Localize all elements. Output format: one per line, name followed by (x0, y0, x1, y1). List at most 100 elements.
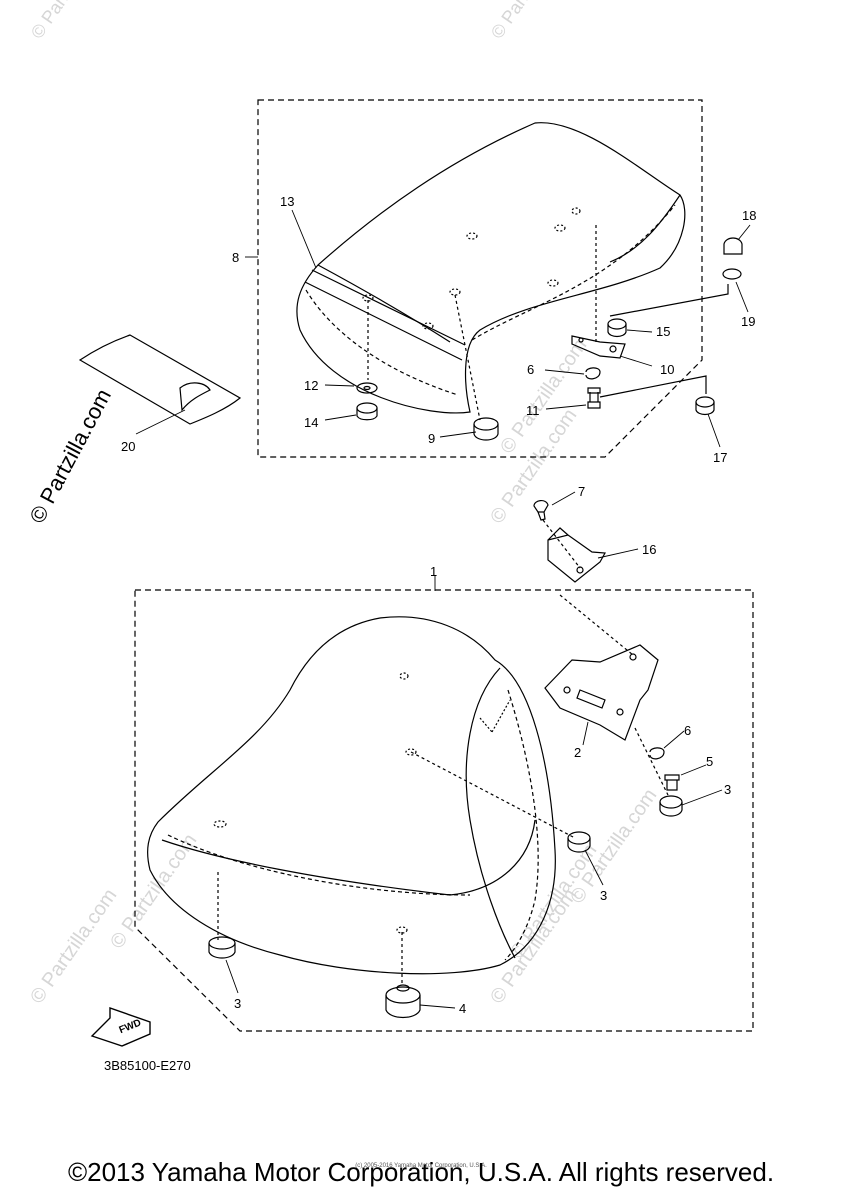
seat-hole-marker (449, 288, 461, 296)
bolt-part (533, 500, 549, 521)
callout-14: 14 (304, 415, 318, 430)
callout-10: 10 (660, 362, 674, 377)
damper-part (473, 424, 499, 441)
bolt-part-head (587, 387, 601, 394)
clip-part (585, 367, 601, 380)
callout-4: 4 (459, 1001, 466, 1016)
callout-11: 11 (526, 403, 540, 418)
diagram-code: 3B85100-E270 (104, 1058, 191, 1073)
seat-cover-outline (78, 334, 242, 425)
tiny-copyright-note: (c) 2005-2016 Yamaha Motor Corporation, … (355, 1163, 487, 1169)
seat-hole-marker (362, 294, 374, 302)
seat-hole-marker (479, 699, 511, 733)
faint-watermark: © Partzilla.com (27, 0, 113, 42)
passenger-seat-strap (304, 269, 466, 361)
seat-hole-marker (466, 232, 478, 240)
nut-part-top (695, 396, 715, 408)
main-bracket-hole (616, 708, 624, 716)
callout-numbers: 1 2 3 3 3 4 5 6 6 7 8 9 10 11 12 13 14 1… (121, 194, 756, 1016)
main-seat-pillion-edge (465, 667, 516, 959)
damper-part-top (208, 936, 236, 950)
bolt-part (587, 392, 601, 409)
passenger-seat-group (257, 99, 743, 458)
collar-part-top (607, 318, 627, 330)
damper-part (659, 802, 683, 817)
leader-line (367, 225, 597, 421)
leader-line (542, 519, 581, 569)
damper-large-part-collar (396, 984, 410, 992)
main-seat-group (134, 500, 754, 1032)
callout-3: 3 (600, 888, 607, 903)
main-bracket-hole (563, 686, 571, 694)
seat-hole-marker (547, 279, 559, 287)
leader-line (599, 284, 729, 398)
faint-watermarks: © Partzilla.com © Partzilla.com © Partzi… (26, 0, 661, 1008)
main-seat-stitch (167, 689, 539, 961)
damper-part-top (659, 795, 683, 809)
callout-13: 13 (280, 194, 294, 209)
nut-part (695, 402, 715, 416)
callout-3: 3 (724, 782, 731, 797)
washer-part-hole (363, 385, 371, 391)
clip-part (649, 747, 665, 760)
bracket-part-hole (609, 345, 617, 353)
damper-part (567, 838, 591, 853)
main-seat-outline (147, 616, 556, 975)
passenger-seat-side (317, 194, 681, 343)
leader-line (634, 727, 669, 796)
collar-part (607, 324, 627, 338)
callout-17: 17 (713, 450, 727, 465)
damper-part-top (567, 831, 591, 845)
callout-9: 9 (428, 431, 435, 446)
callout-1: 1 (430, 564, 437, 579)
cap-nut-part (723, 237, 743, 255)
rear-bracket-part (547, 527, 606, 583)
main-bracket-hole (629, 653, 637, 661)
callout-15: 15 (656, 324, 670, 339)
rear-bracket-hole (576, 566, 584, 574)
damper-part-top (473, 417, 499, 431)
main-bracket-part (544, 644, 659, 741)
callout-12: 12 (304, 378, 318, 393)
leader-line (217, 594, 634, 985)
main-seat-top-edge (161, 819, 536, 896)
seat-hole-marker (405, 748, 417, 756)
main-seat-boundary (134, 589, 754, 1032)
callout-3: 3 (234, 996, 241, 1011)
seat-hole-marker (399, 672, 409, 680)
seat-cover-fold (179, 382, 211, 412)
seat-hole-marker (571, 207, 581, 215)
bracket-part (571, 335, 626, 359)
callout-20: 20 (121, 439, 135, 454)
passenger-seat-outline (296, 122, 686, 414)
damper-large-part-top (385, 986, 421, 1004)
passenger-seat-stitch (305, 204, 676, 396)
faint-watermark: © Partzilla.com (26, 885, 121, 1008)
seat-hole-marker (554, 224, 566, 232)
main-bracket-slot (576, 689, 606, 709)
callout-6: 6 (527, 362, 534, 377)
callout-7: 7 (578, 484, 585, 499)
seat-cover-group (78, 334, 242, 425)
callout-18: 18 (742, 208, 756, 223)
damper-large-part (385, 995, 421, 1019)
partzilla-watermark: © Partzilla.com (24, 385, 116, 528)
callout-19: 19 (741, 314, 755, 329)
washer-part (356, 382, 378, 394)
callout-16: 16 (642, 542, 656, 557)
callout-2: 2 (574, 745, 581, 760)
faint-watermark: © Partzilla.com (487, 0, 573, 42)
callout-8: 8 (232, 250, 239, 265)
damper-part (208, 943, 236, 959)
callout-5: 5 (706, 754, 713, 769)
washer-part (722, 268, 742, 280)
nut-part-top (356, 402, 378, 414)
seat-hole-marker (422, 322, 434, 330)
bracket-part-hole (578, 337, 584, 343)
fwd-arrow-icon: FWD (90, 1007, 151, 1047)
callout-6: 6 (684, 723, 691, 738)
seat-hole-marker (213, 820, 227, 828)
passenger-seat-boundary (257, 99, 703, 458)
copyright-footer: ©2013 Yamaha Motor Corporation, U.S.A. A… (67, 1157, 775, 1187)
